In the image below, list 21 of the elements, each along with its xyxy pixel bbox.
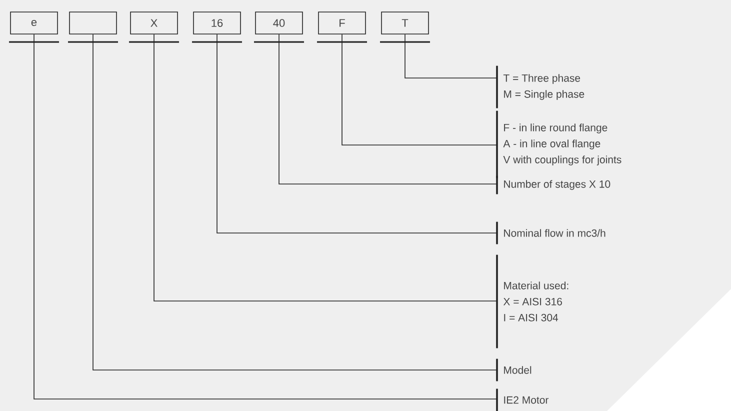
connector-line [278,34,498,184]
description-text: Nominal flow in mc3/h [496,222,606,244]
code-box: F [317,12,367,43]
description-text: Material used: X = AISI 316 I = AISI 304 [496,254,568,348]
connector-line [404,34,498,78]
description-text: T = Three phase M = Single phase [496,66,584,108]
description-text: IE2 Motor [496,388,549,411]
connector-line [92,34,498,370]
connector-line [342,34,498,146]
code-box: 40 [254,12,304,43]
code-box: X [129,12,179,43]
code-box: T [380,12,430,43]
connector-line [216,34,498,234]
description-text: F - in line round flange A - in line oval flange V with couplings for joints [496,110,622,178]
code-box [68,12,118,43]
description-text: Model [496,358,532,382]
connector-line [34,34,498,400]
connector-line [154,34,498,302]
code-box: 16 [192,12,242,43]
code-box: e [9,12,59,43]
description-text: Number of stages X 10 [496,176,610,194]
